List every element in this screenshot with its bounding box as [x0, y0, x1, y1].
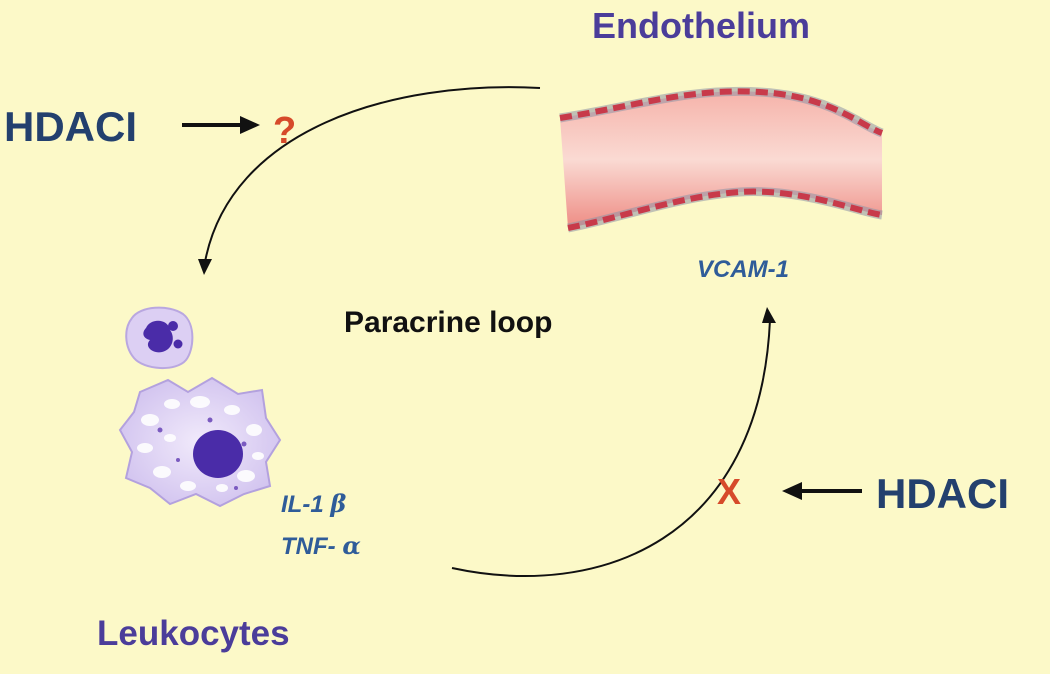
macrophage-cell-icon — [118, 376, 282, 508]
arrowhead-down-icon — [198, 259, 212, 275]
il1-beta-label: IL-1 β — [281, 492, 346, 517]
endothelium-label: Endothelium — [592, 5, 810, 46]
arrowhead-left-icon — [782, 482, 802, 500]
arrowhead-right-icon — [240, 116, 260, 134]
beta-symbol: β — [330, 489, 347, 518]
hdaci-left-label: HDACI — [4, 103, 137, 150]
tnf-prefix: TNF- — [281, 533, 343, 560]
blood-vessel-icon — [559, 86, 884, 233]
arrow-leukocytes-to-endothelium — [451, 319, 771, 578]
vcam-label: VCAM-1 — [697, 256, 790, 283]
paracrine-loop-label: Paracrine loop — [344, 306, 553, 339]
question-mark: ? — [273, 110, 297, 152]
il1-prefix: IL-1 — [281, 491, 331, 518]
alpha-symbol: α — [342, 531, 361, 560]
arrowhead-up-icon — [762, 307, 776, 323]
hdaci-right-label: HDACI — [876, 470, 1009, 517]
neutrophil-cell-icon — [125, 306, 194, 369]
inhibition-x-mark: X — [717, 471, 742, 512]
arrow-endothelium-to-leukocytes — [204, 86, 541, 263]
leukocytes-label: Leukocytes — [97, 614, 290, 653]
tnf-alpha-label: TNF- α — [281, 534, 361, 559]
